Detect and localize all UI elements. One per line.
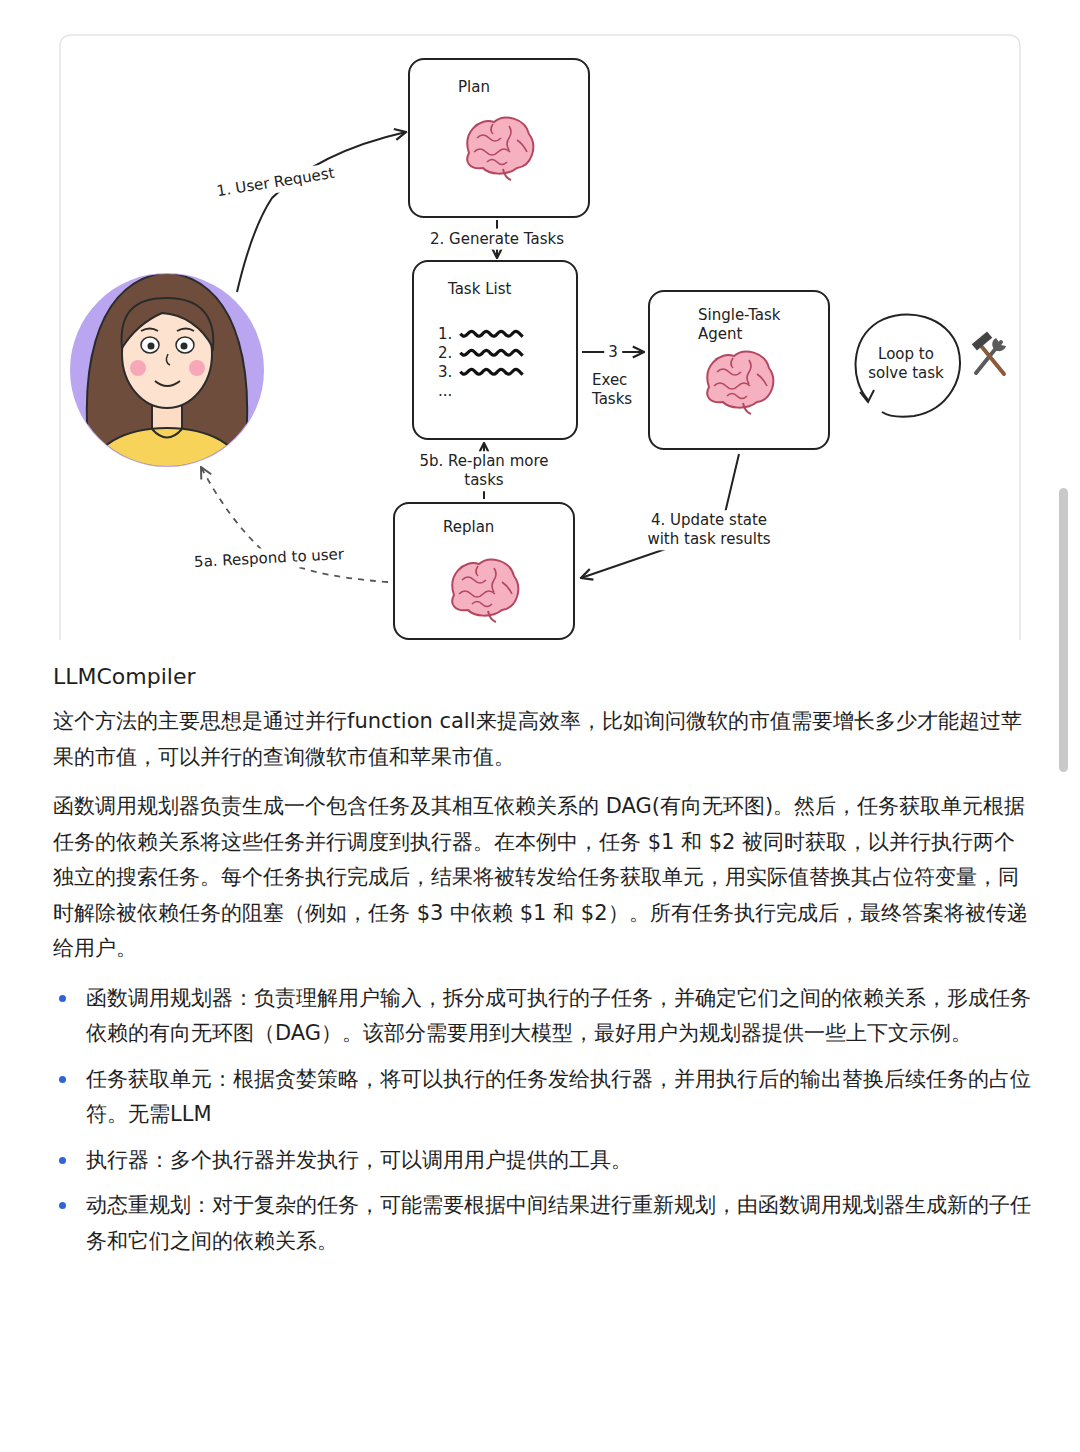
list-item: 2. (438, 344, 568, 363)
brain-fold (462, 577, 486, 583)
list-item: 3. (438, 363, 568, 382)
avatar-body (80, 272, 254, 485)
brain-fold (757, 374, 767, 386)
plan-box: Plan (408, 58, 590, 218)
brain-icon (452, 560, 518, 622)
node-title: Replan (443, 518, 565, 537)
hammer-handle (982, 347, 1004, 374)
step-label: Exec Tasks (588, 370, 658, 410)
edge-label: 4. Update state with task results (630, 510, 788, 550)
brain-fold (491, 124, 493, 134)
bullet-dot (59, 995, 66, 1002)
brows (141, 329, 194, 332)
loop-arrowhead (860, 390, 874, 402)
brain-outline (452, 560, 518, 616)
brain-fold (717, 369, 741, 375)
node-title: Single-Task Agent (698, 306, 810, 344)
bullet-dot (59, 1076, 66, 1083)
list-item: 1. (438, 325, 568, 344)
pupil (148, 343, 155, 350)
body-text: 动态重规划：对于复杂的任务，可能需要根据中间结果进行重新规划，由函数调用规划器生… (86, 1193, 1031, 1253)
edge-label: 2. Generate Tasks (426, 229, 568, 250)
brain-outline (707, 352, 773, 408)
loop-arc (856, 314, 960, 416)
paragraph: 这个方法的主要思想是通过并行function call来提高效率，比如询问微软的… (53, 704, 1031, 775)
brain-fold (731, 358, 733, 368)
node-title: Plan (458, 78, 580, 97)
body-text: 函数调用规划器负责生成一个包含任务及其相互依赖关系的 DAG(有向无环图)。然后… (53, 794, 1028, 960)
paragraph: 函数调用规划器负责生成一个包含任务及其相互依赖关系的 DAG(有向无环图)。然后… (53, 789, 1031, 967)
brain-fold (474, 149, 510, 155)
document-body: LLMCompiler 这个方法的主要思想是通过并行function call来提… (53, 662, 1031, 1269)
task-squiggle (460, 369, 522, 374)
blush (189, 360, 205, 376)
bullet-item: 任务获取单元：根据贪婪策略，将可以执行的任务发给执行器，并用执行后的输出替换后续… (53, 1062, 1031, 1133)
figure-frame (60, 35, 1020, 640)
brain-fold (492, 568, 496, 592)
bullet-item: 执行器：多个执行器并发执行，可以调用用户提供的工具。 (53, 1143, 1031, 1179)
node-title: Task List (438, 280, 568, 299)
task-squiggle (460, 331, 522, 336)
brain-stem (488, 611, 496, 622)
blush (130, 360, 146, 376)
node-title: Loop to solve task (861, 345, 951, 383)
mouth (155, 381, 180, 386)
list-item: ... (438, 382, 568, 401)
body-text: 函数调用规划器：负责理解用户输入，拆分成可执行的子任务，并确定它们之间的依赖关系… (86, 986, 1031, 1046)
brain-fold (472, 602, 492, 607)
brain-fold (502, 582, 512, 594)
bullet-item: 函数调用规划器：负责理解用户输入，拆分成可执行的子任务，并确定它们之间的依赖关系… (53, 981, 1031, 1052)
edge-label: 5b. Re-plan more tasks (410, 451, 558, 491)
eye (141, 337, 159, 353)
step-label: 1. User Request (211, 162, 340, 202)
body-text: 任务获取单元：根据贪婪策略，将可以执行的任务发给执行器，并用执行后的输出替换后续… (86, 1067, 1031, 1127)
task-squiggle (460, 350, 522, 355)
replan-box: Replan (393, 502, 575, 640)
brain-stem (503, 169, 511, 180)
brain-icon (707, 352, 773, 414)
brain-outline (467, 118, 533, 174)
brain-fold (727, 394, 747, 399)
task-list-box: Task List 1.2.3.... (412, 260, 578, 440)
brain-fold (487, 160, 507, 165)
brain-fold (459, 591, 495, 597)
scrollbar (1059, 488, 1068, 772)
brain-fold (507, 126, 511, 150)
bullet-item: 动态重规划：对于复杂的任务，可能需要根据中间结果进行重新规划，由函数调用规划器生… (53, 1188, 1031, 1259)
loop-node: Loop to solve task (848, 308, 964, 420)
bullet-dot (59, 1202, 66, 1209)
brain-fold (517, 140, 527, 152)
body-text: 执行器：多个执行器并发执行，可以调用用户提供的工具。 (86, 1148, 632, 1172)
brain-stem (743, 403, 751, 414)
edge-label: 3 (604, 342, 622, 363)
section-heading: LLMCompiler (53, 662, 1031, 692)
brain-fold (477, 135, 501, 141)
tools-icon (972, 332, 1006, 374)
brain-fold (747, 360, 751, 384)
brain-fold (476, 566, 478, 576)
body-text: 这个方法的主要思想是通过并行function call来提高效率，比如询问微软的… (53, 709, 1022, 769)
brain-fold (714, 383, 750, 389)
wrench-head (992, 338, 1006, 351)
hammer-head (972, 332, 992, 351)
eye (176, 337, 194, 353)
bullet-dot (59, 1157, 66, 1164)
bangs (122, 298, 214, 348)
pupil (181, 343, 188, 350)
agent-box: Single-Task Agent (648, 290, 830, 450)
shirt (80, 428, 254, 485)
user-avatar (70, 272, 264, 485)
nose (166, 354, 170, 365)
step-label: 5a. Respond to user (190, 544, 349, 573)
collar (152, 429, 182, 438)
brain-icon (467, 118, 533, 180)
request-arrow (237, 132, 406, 292)
